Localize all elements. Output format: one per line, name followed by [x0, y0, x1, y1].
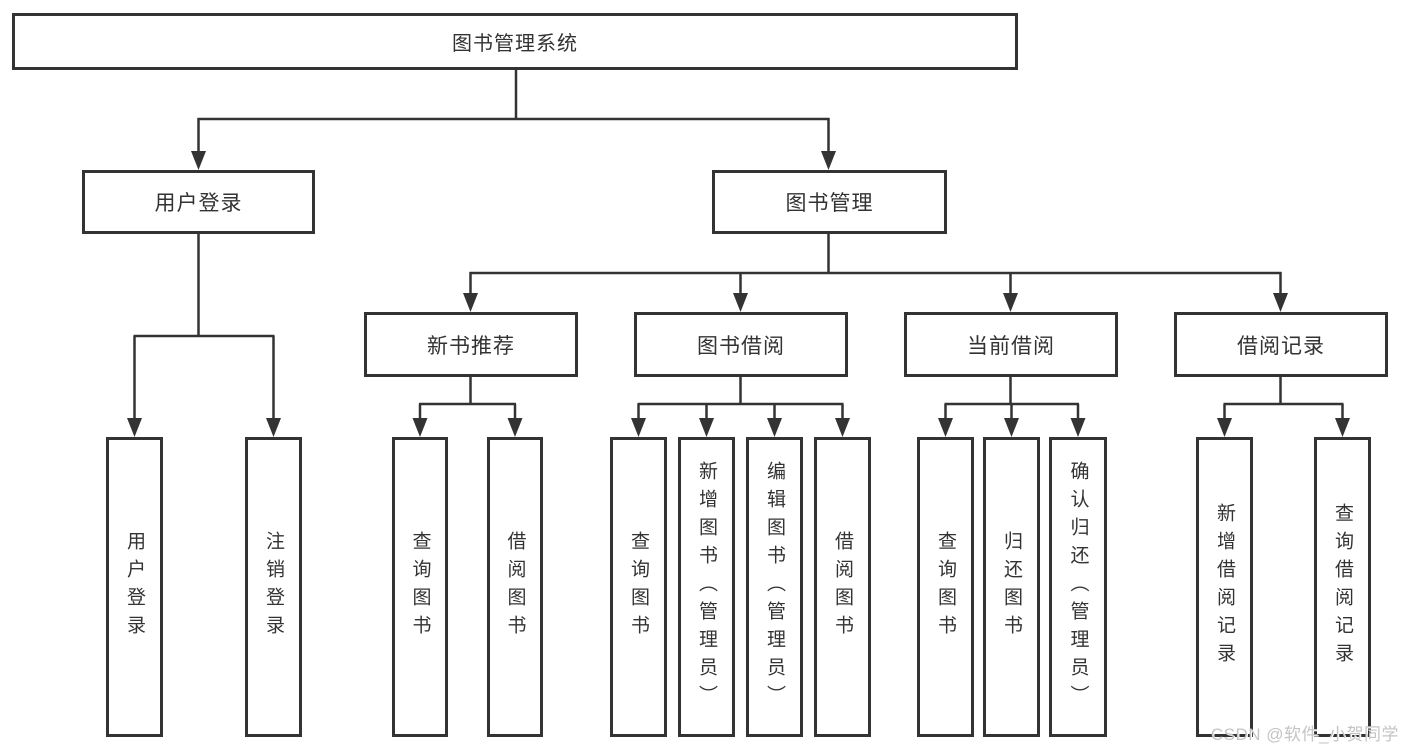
node-label: 图书管理 [785, 192, 874, 215]
node-label: 新增图书（管理员） [696, 461, 717, 713]
node-label: 用户登录 [154, 192, 243, 215]
node-label: 当前借阅 [967, 334, 1055, 358]
node-label: 用户登录 [124, 531, 145, 643]
node-label: 借阅记录 [1237, 334, 1325, 358]
node-label: 编辑图书（管理员） [764, 461, 785, 713]
node-book-borrow: 图书借阅 [634, 312, 848, 377]
node-label: 新增借阅记录 [1214, 503, 1235, 671]
node-new-book-recommend: 新书推荐 [364, 312, 578, 377]
node-borrow-records: 借阅记录 [1174, 312, 1388, 377]
node-label: 查询图书 [628, 531, 649, 643]
node-label: 查询图书 [935, 531, 956, 643]
leaf-recommend-query-books: 查询图书 [392, 437, 448, 737]
leaf-recommend-borrow-books: 借阅图书 [487, 437, 543, 737]
leaf-confirm-return-admin: 确认归还（管理员） [1049, 437, 1107, 737]
leaf-borrow-query-books: 查询图书 [610, 437, 667, 737]
leaf-logout: 注销登录 [245, 437, 302, 737]
leaf-add-borrow-record: 新增借阅记录 [1196, 437, 1253, 737]
leaf-borrow-books: 借阅图书 [814, 437, 871, 737]
leaf-current-query-books: 查询图书 [917, 437, 974, 737]
node-label: 查询借阅记录 [1332, 503, 1353, 671]
node-label: 归还图书 [1001, 531, 1022, 643]
node-label: 图书管理系统 [452, 33, 578, 55]
node-label: 借阅图书 [832, 531, 853, 643]
leaf-add-books-admin: 新增图书（管理员） [678, 437, 735, 737]
node-user-login: 用户登录 [82, 170, 315, 234]
leaf-query-borrow-record: 查询借阅记录 [1314, 437, 1371, 737]
node-label: 确认归还（管理员） [1067, 461, 1089, 713]
node-current-borrow: 当前借阅 [904, 312, 1118, 377]
node-label: 新书推荐 [427, 334, 515, 358]
node-label: 图书借阅 [697, 334, 785, 358]
leaf-user-login: 用户登录 [106, 437, 163, 737]
node-label: 注销登录 [263, 531, 284, 643]
leaf-return-books: 归还图书 [983, 437, 1040, 737]
node-label: 查询图书 [409, 531, 431, 643]
node-book-management: 图书管理 [712, 170, 947, 234]
leaf-edit-books-admin: 编辑图书（管理员） [746, 437, 803, 737]
node-label: 借阅图书 [504, 531, 526, 643]
node-library-management-system: 图书管理系统 [12, 13, 1018, 70]
